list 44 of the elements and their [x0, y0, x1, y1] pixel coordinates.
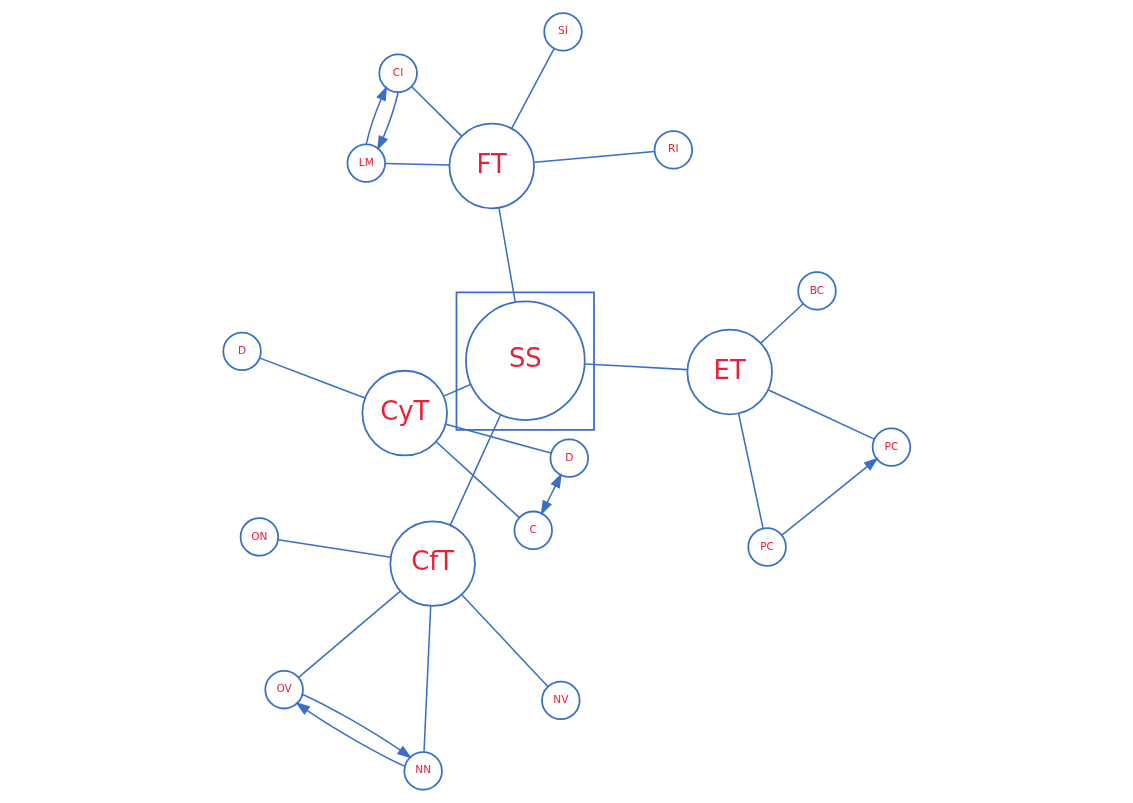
- connector: [497, 207, 516, 303]
- connector: [533, 150, 655, 163]
- node-circle: C: [513, 510, 553, 550]
- arrow: [376, 91, 399, 151]
- node-circle: RI: [653, 130, 693, 170]
- connector: [410, 86, 462, 137]
- node-circle: ET: [686, 328, 773, 416]
- connector: [276, 539, 391, 558]
- node-circle: NV: [540, 680, 580, 721]
- node-circle: PC: [871, 427, 911, 467]
- node-circle: OV: [263, 670, 304, 710]
- connector: [510, 47, 555, 130]
- connector: [258, 357, 366, 399]
- connector: [442, 383, 471, 397]
- arrow: [780, 457, 878, 536]
- arrow: [365, 85, 387, 145]
- arrow: [301, 693, 412, 759]
- node-circle: PC: [746, 527, 787, 567]
- arrow: [540, 473, 562, 516]
- node-circle: SS: [464, 300, 586, 421]
- node-circle: D: [221, 331, 262, 372]
- node-circle: LM: [346, 143, 386, 183]
- connector: [383, 162, 450, 166]
- arrow: [294, 702, 405, 767]
- cluster: [455, 291, 595, 431]
- connector: [583, 363, 688, 371]
- connector: [759, 303, 804, 344]
- connector: [449, 414, 501, 526]
- node-circle: CfT: [388, 520, 476, 607]
- connector: [434, 441, 520, 519]
- connector: [444, 423, 552, 454]
- connector: [767, 389, 875, 440]
- node-circle: NN: [402, 751, 443, 791]
- node-circle: D: [549, 438, 589, 478]
- connector: [297, 590, 401, 679]
- connector: [422, 605, 431, 753]
- node-circle: CyT: [361, 369, 448, 457]
- node-circle: CI: [377, 53, 418, 93]
- connector: [737, 412, 764, 530]
- node-circle: FT: [448, 122, 535, 210]
- node-circle: SI: [542, 12, 583, 52]
- node-circle: BC: [796, 271, 837, 311]
- connector: [460, 593, 549, 688]
- node-circle: ON: [239, 517, 279, 557]
